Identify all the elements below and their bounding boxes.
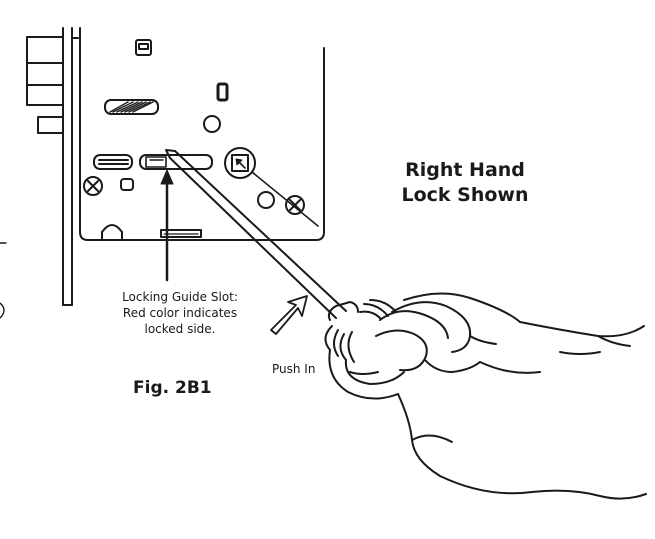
guide-slot-callout-arrow [160,169,174,282]
left-set-screw-icon [83,176,103,196]
right-set-screw-icon [285,195,305,215]
edge-mark-curve [0,302,5,319]
faceplate-blocks [26,36,64,134]
left-locking-slot [93,154,133,170]
figure-number-label: Fig. 2B1 [133,378,212,398]
small-square-hole [120,178,134,191]
screwdriver-collar [324,299,397,363]
top-slot [135,39,152,56]
hatched-slot [104,99,159,115]
screwdriver-shaft [165,149,347,319]
lock-case-outline [79,27,325,241]
bottom-bar [160,229,202,238]
upper-vertical-slot [216,82,229,102]
push-in-arrow-icon [270,295,308,335]
locking-guide-slot [139,154,213,170]
guide-slot-callout-line-3: locked side. [144,322,216,336]
guide-slot-callout-line-2: Red color indicates [122,306,238,320]
faceplate-edge [62,27,79,306]
lock-orientation-title-line-2: Lock Shown [401,184,529,206]
push-in-label: Push In [272,362,316,376]
bottom-notch [101,224,123,241]
lower-round-hole [257,191,275,209]
upper-round-hole [203,115,221,133]
hub-indicator [224,147,256,179]
hand-illustration [328,292,647,500]
lock-orientation-title-line-1: Right Hand [405,159,525,181]
hub-leader-line [251,171,319,227]
guide-slot-callout-line-1: Locking Guide Slot: [122,290,238,304]
